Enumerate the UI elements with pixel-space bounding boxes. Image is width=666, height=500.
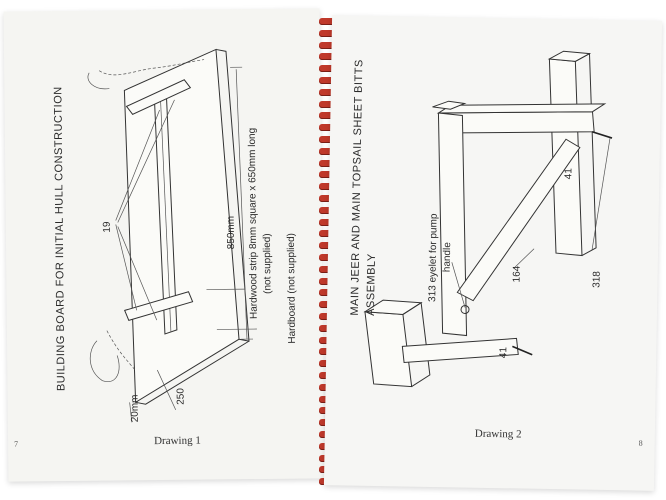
eyelet-handle-label: handle: [441, 242, 454, 273]
right-page-number: 8: [638, 438, 643, 448]
part-164-label: 164: [511, 265, 523, 283]
left-page-number: 7: [14, 439, 19, 449]
binding-coil: [319, 183, 337, 191]
left-page: BUILDING BOARD FOR INITIAL HULL CONSTRUC…: [3, 8, 325, 482]
length-850-label: 850mm: [225, 215, 238, 250]
drawing2-title-assembly: ASSEMBLY: [364, 253, 378, 316]
binding-coil: [319, 41, 337, 49]
eyelet-313-label: 313 eyelet for pump: [427, 213, 440, 303]
right-page: MAIN JEER AND MAIN TOPSAIL SHEET BITTS A…: [323, 15, 663, 491]
binding-coil: [319, 88, 337, 96]
binding-coil: [319, 100, 337, 108]
building-board-drawing: [87, 48, 257, 423]
drawing1-caption: Drawing 1: [153, 434, 201, 448]
binding-coil: [319, 112, 337, 120]
hardwood-strip-label: Hardwood strip 8mm square x 650mm long: [246, 127, 260, 320]
dimension-250-label: 250: [175, 388, 187, 405]
binding-coil: [319, 124, 337, 132]
binding-coil: [319, 147, 337, 155]
binding-coil: [319, 136, 337, 143]
binding-coil: [319, 18, 337, 25]
part-19-label: 19: [101, 221, 113, 233]
binding-coil: [319, 65, 337, 73]
part-41-top-label: 41: [563, 168, 575, 180]
bitts-assembly-drawing: [363, 50, 613, 388]
part-41-bottom-label: 41: [498, 346, 510, 359]
binding-coil: [319, 171, 337, 179]
hardboard-label: Hardboard (not supplied): [285, 232, 299, 344]
binding-coil: [319, 159, 337, 167]
binding-coil: [319, 77, 337, 84]
hardwood-not-supplied-label: (not supplied): [261, 233, 274, 294]
part-318-label: 318: [591, 271, 603, 288]
dimension-20-label: 20mm: [129, 394, 141, 423]
drawing2-caption: Drawing 2: [474, 427, 522, 441]
binding-coil: [319, 29, 337, 37]
binding-coil: [319, 53, 337, 61]
